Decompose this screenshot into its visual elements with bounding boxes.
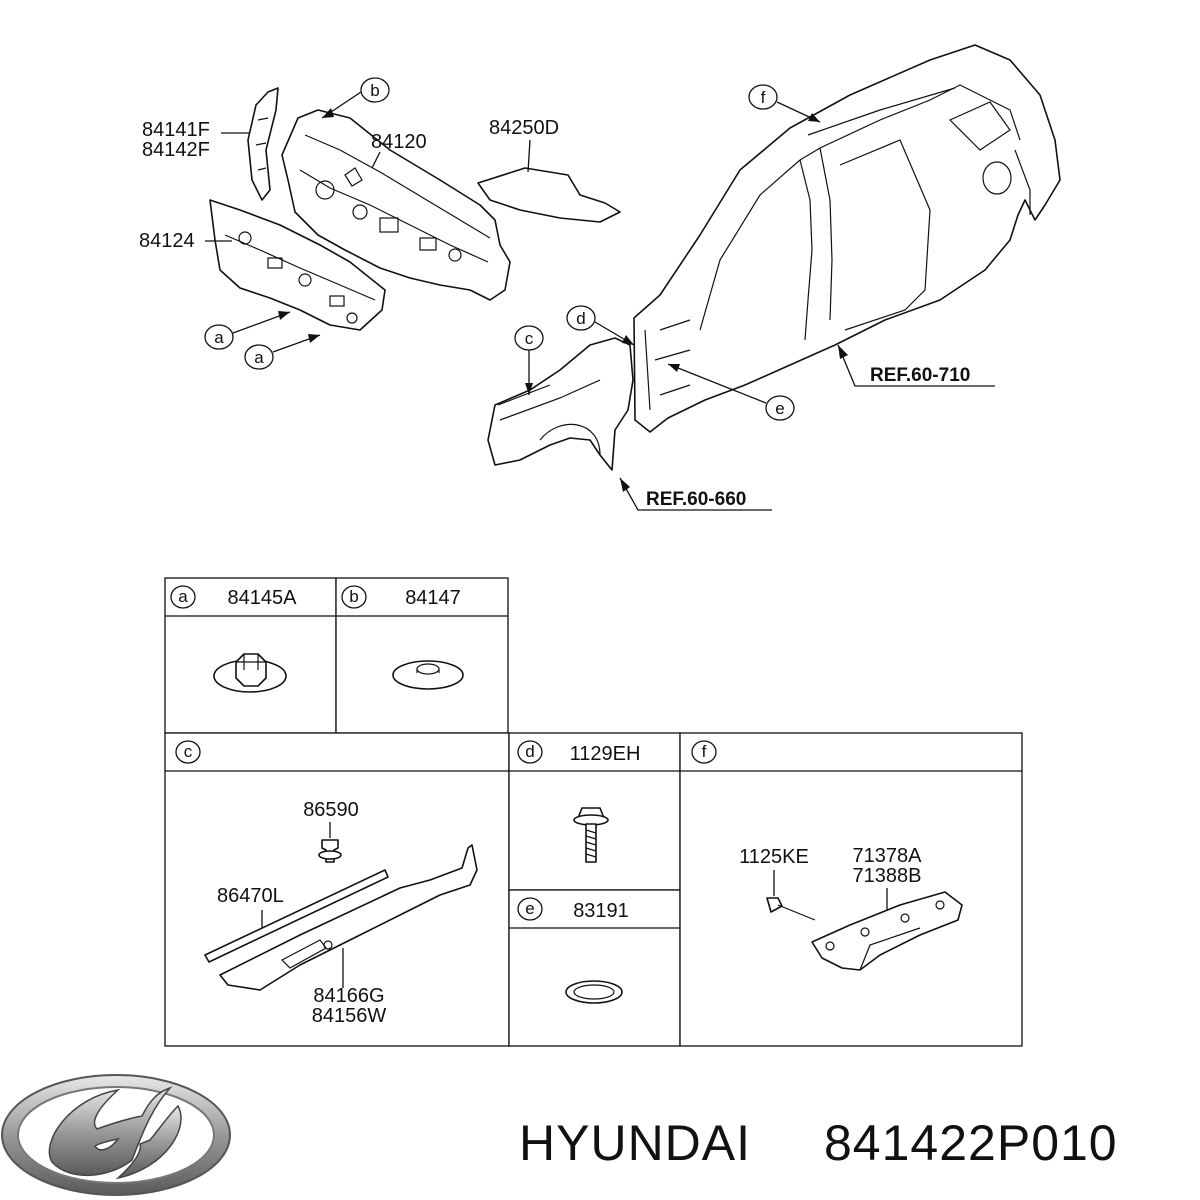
detail-cell-e: e 83191 [508, 889, 681, 1047]
callout-d: d [566, 305, 635, 346]
svg-text:c: c [525, 329, 534, 348]
label-71378a: 71378A [853, 845, 923, 867]
bracket-71378a-icon [811, 891, 963, 971]
nut-84145a-icon [213, 653, 287, 693]
label-86470l: 86470L [217, 885, 284, 907]
detail-cell-f: f 1125KE 71378A 71388B [679, 732, 1023, 1047]
svg-text:b: b [370, 81, 379, 100]
detail-table: a 84145A b 84147 c [164, 577, 1023, 1047]
brand-name: HYUNDAI [519, 1115, 751, 1171]
part-84250d-pad [477, 167, 621, 223]
svg-text:84147: 84147 [405, 587, 461, 609]
callout-a-2: a [244, 334, 321, 370]
svg-text:e: e [775, 399, 784, 418]
label-84250d: 84250D [489, 117, 559, 139]
svg-text:a: a [214, 328, 224, 347]
label-71388b: 71388B [853, 865, 922, 887]
leader-84250d [527, 139, 531, 173]
svg-text:83191: 83191 [573, 900, 629, 922]
detail-cell-a: a 84145A [164, 577, 337, 734]
label-84120: 84120 [371, 131, 427, 153]
callout-c: c [514, 325, 544, 395]
sill-84166g-icon [219, 844, 478, 991]
washer-84147-icon [392, 660, 464, 690]
callout-e: e [667, 363, 795, 421]
label-84142f: 84142F [142, 139, 210, 161]
strip-86470l-icon [204, 869, 389, 963]
svg-text:f: f [702, 742, 707, 761]
label-84166g: 84166G [313, 985, 384, 1007]
detail-cell-b: b 84147 [335, 577, 509, 734]
part-number: 841422P010 [824, 1115, 1118, 1171]
svg-text:REF.60-660: REF.60-660 [646, 489, 746, 510]
part-84120-dash-insulator [281, 109, 511, 301]
hyundai-logo-icon [1, 1074, 231, 1196]
svg-text:1129EH: 1129EH [570, 743, 641, 765]
svg-text:84145A: 84145A [228, 587, 298, 609]
callout-b: b [321, 77, 390, 119]
ref-60-710: REF.60-710 [837, 344, 995, 387]
callout-a-1: a [204, 311, 291, 350]
svg-text:b: b [349, 587, 358, 606]
ref-60-660: REF.60-660 [619, 477, 772, 511]
exploded-view: 84141F 84142F 84120 b 84250D [139, 44, 1061, 511]
detail-cell-c: c 86590 86470L 84166G 84156W [164, 732, 510, 1047]
part-side-body-f [633, 44, 1061, 433]
label-1125ke: 1125KE [739, 846, 809, 868]
svg-text:f: f [761, 88, 766, 107]
grommet-83191-icon [565, 980, 623, 1004]
clip-86590-icon [318, 839, 342, 863]
part-fender-c [487, 337, 634, 471]
svg-text:c: c [184, 742, 193, 761]
svg-text:e: e [525, 899, 534, 918]
label-84156w: 84156W [312, 1005, 387, 1027]
detail-cell-d: d 1129EH [508, 732, 681, 891]
leader-84120 [371, 151, 381, 169]
part-84124-lower-insulator [209, 199, 386, 331]
label-84124: 84124 [139, 230, 195, 252]
bolt-1129eh-icon [573, 807, 609, 863]
label-86590: 86590 [303, 799, 359, 821]
svg-text:d: d [576, 309, 585, 328]
callout-f: f [748, 84, 821, 123]
svg-text:d: d [525, 742, 534, 761]
label-84141f: 84141F [142, 119, 210, 141]
part-84141f-insulator [247, 87, 279, 201]
bolt-1125ke-icon [766, 897, 816, 921]
svg-text:REF.60-710: REF.60-710 [870, 365, 970, 386]
svg-text:a: a [178, 587, 188, 606]
svg-text:a: a [254, 348, 264, 367]
